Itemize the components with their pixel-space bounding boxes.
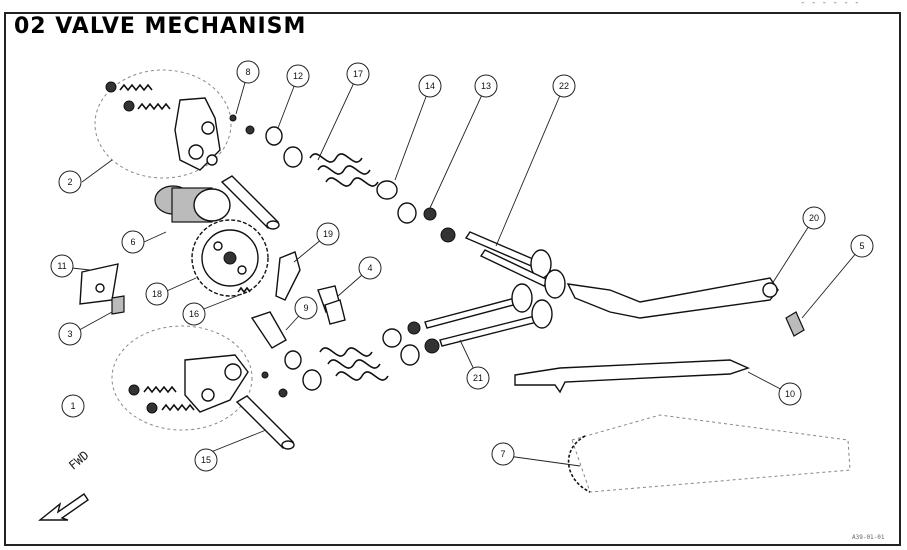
- svg-text:20: 20: [809, 213, 819, 223]
- callout-2: 2: [58, 170, 82, 194]
- callout-22: 22: [552, 74, 576, 98]
- tensioner-pivot: [762, 282, 778, 298]
- chain-guide: [514, 359, 750, 394]
- rocker-shafts: [220, 175, 295, 450]
- svg-text:15: 15: [201, 455, 211, 465]
- svg-text:7: 7: [500, 449, 505, 459]
- callout-8: 8: [236, 60, 260, 84]
- svg-text:8: 8: [245, 67, 250, 77]
- callout-15: 15: [194, 448, 218, 472]
- cam-plate-hole: [95, 283, 105, 293]
- callout-7: 7: [491, 442, 515, 466]
- svg-text:11: 11: [57, 261, 66, 271]
- small-bolt: [111, 295, 125, 315]
- lower-rocker-arm-assembly: [128, 354, 249, 414]
- svg-text:9: 9: [303, 303, 308, 313]
- small-spring: [237, 286, 251, 294]
- callout-10: 10: [778, 382, 802, 406]
- svg-text:12: 12: [293, 71, 303, 81]
- page-title: 02 VALVE MECHANISM: [14, 14, 307, 39]
- callout-4: 4: [358, 256, 382, 280]
- callout-17: 17: [346, 62, 370, 86]
- rocker-arm-group-outline-lower: [111, 325, 253, 431]
- footer-code: A39-01-01: [852, 534, 885, 541]
- svg-text:21: 21: [473, 373, 483, 383]
- callout-12: 12: [286, 64, 310, 88]
- callout-1: 1: [61, 394, 85, 418]
- svg-text:6: 6: [130, 237, 135, 247]
- callout-21: 21: [466, 366, 490, 390]
- callout-6: 6: [121, 230, 145, 254]
- svg-text:18: 18: [152, 289, 162, 299]
- callout-9: 9: [294, 296, 318, 320]
- cap-bolt-lower: [324, 299, 346, 325]
- upper-valve-train: [229, 114, 566, 299]
- decompressor-lever: [275, 251, 301, 301]
- forward-arrow-icon: [38, 493, 89, 521]
- corner-code: - - - - - -: [800, 0, 860, 8]
- svg-text:3: 3: [67, 329, 72, 339]
- lower-valve-train: [261, 283, 553, 398]
- rocker-arm-group-outline-upper: [94, 69, 232, 179]
- timing-chain-outline: [571, 414, 851, 493]
- callout-3: 3: [58, 322, 82, 346]
- diagram-frame: [4, 12, 901, 546]
- timing-chain: [567, 435, 591, 493]
- svg-text:17: 17: [353, 69, 363, 79]
- svg-text:16: 16: [189, 309, 199, 319]
- svg-text:10: 10: [785, 389, 795, 399]
- pivot-bolt: [785, 311, 805, 337]
- callout-13: 13: [474, 74, 498, 98]
- callout-18: 18: [145, 282, 169, 306]
- callout-5: 5: [850, 234, 874, 258]
- callout-19: 19: [316, 222, 340, 246]
- lifter-pin: [250, 311, 287, 349]
- svg-text:13: 13: [481, 81, 491, 91]
- svg-text:5: 5: [859, 241, 864, 251]
- callout-16: 16: [182, 302, 206, 326]
- svg-text:19: 19: [323, 229, 333, 239]
- chain-tensioner: [566, 277, 779, 319]
- callout-11: 11: [50, 254, 74, 278]
- camshaft-and-sprocket: [154, 185, 269, 297]
- svg-text:4: 4: [367, 263, 372, 273]
- svg-text:2: 2: [67, 177, 72, 187]
- upper-rocker-arm-assembly: [105, 81, 221, 171]
- svg-text:22: 22: [559, 81, 569, 91]
- callout-20: 20: [802, 206, 826, 230]
- svg-text:1: 1: [70, 401, 75, 411]
- svg-text:14: 14: [425, 81, 435, 91]
- callout-14: 14: [418, 74, 442, 98]
